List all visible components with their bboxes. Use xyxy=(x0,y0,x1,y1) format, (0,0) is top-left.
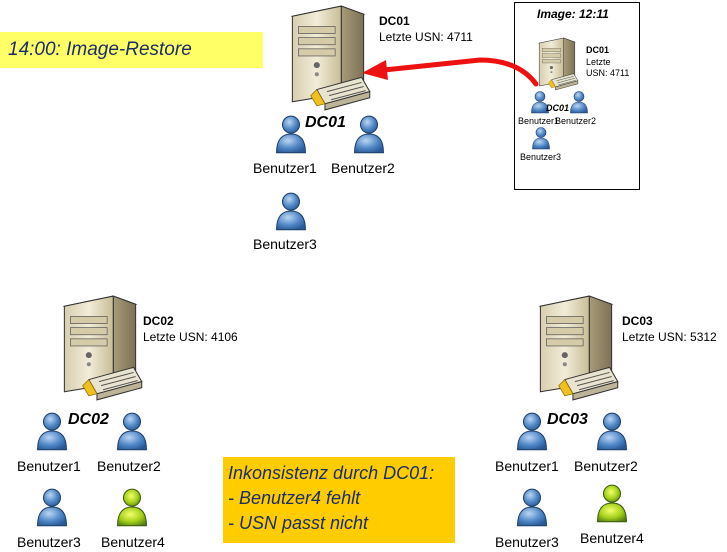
image-dc-name: DC01 xyxy=(586,45,610,55)
user-icon xyxy=(570,91,588,114)
dc02-server-icon xyxy=(63,295,143,401)
dc02-user-label: Benutzer3 xyxy=(17,534,81,550)
user-icon xyxy=(276,115,306,154)
dc03-user-label: Benutzer3 xyxy=(495,534,559,550)
dc03-name: DC03 xyxy=(622,314,653,328)
user-icon xyxy=(117,488,147,527)
image-user-label: Benutzer2 xyxy=(555,116,597,126)
image-title: Image: 12:11 xyxy=(537,7,609,21)
dc03-user-label: Benutzer1 xyxy=(495,458,559,474)
image-usn-line: Letzte xyxy=(586,57,611,67)
inconsistency-line: - Benutzer4 fehlt xyxy=(228,488,361,508)
image-usn-line: USN: 4711 xyxy=(586,68,630,78)
dc03-user-label: Benutzer2 xyxy=(574,458,638,474)
dc02-name: DC02 xyxy=(143,314,174,328)
user-icon xyxy=(37,488,67,527)
user-icon xyxy=(117,412,147,451)
dc02-user-label: Benutzer2 xyxy=(97,458,161,474)
dc01-user-label: Benutzer1 xyxy=(253,160,317,176)
user-icon xyxy=(354,115,384,154)
restore-arrow xyxy=(362,57,539,87)
dc03-user-label: Benutzer4 xyxy=(580,530,644,546)
user-icon xyxy=(597,412,627,451)
dc02-usn: Letzte USN: 4106 xyxy=(143,330,238,344)
dc01-usn: Letzte USN: 4711 xyxy=(379,30,473,44)
dc01-user-label: Benutzer2 xyxy=(331,160,395,176)
image-site-label: DC01 xyxy=(546,103,570,113)
dc03-site-label: DC03 xyxy=(547,411,588,428)
dc03-usn: Letzte USN: 5312 xyxy=(622,330,717,344)
dc03-server-icon xyxy=(539,295,619,401)
dc02-user-label: Benutzer1 xyxy=(17,458,81,474)
image-restore-callout: 14:00: Image-Restore xyxy=(0,32,263,68)
user-icon xyxy=(532,127,550,150)
inconsistency-callout: Inkonsistenz durch DC01: - Benutzer4 feh… xyxy=(223,457,455,543)
user-icon xyxy=(37,412,67,451)
dc02-site-label: DC02 xyxy=(68,411,109,428)
user-icon xyxy=(517,488,547,527)
image-user-label: Benutzer3 xyxy=(520,152,562,162)
dc02-user-label: Benutzer4 xyxy=(101,534,165,550)
inconsistency-title: Inkonsistenz durch DC01: xyxy=(228,463,435,483)
dc01-user-label: Benutzer3 xyxy=(253,236,317,252)
inconsistency-line: - USN passt nicht xyxy=(228,513,369,533)
dc01-site-label: DC01 xyxy=(305,114,346,131)
image-user-label: Benutzer1 xyxy=(518,116,560,126)
user-icon xyxy=(597,484,627,523)
dc01-name: DC01 xyxy=(379,14,410,28)
user-icon xyxy=(517,412,547,451)
user-icon xyxy=(276,192,306,231)
